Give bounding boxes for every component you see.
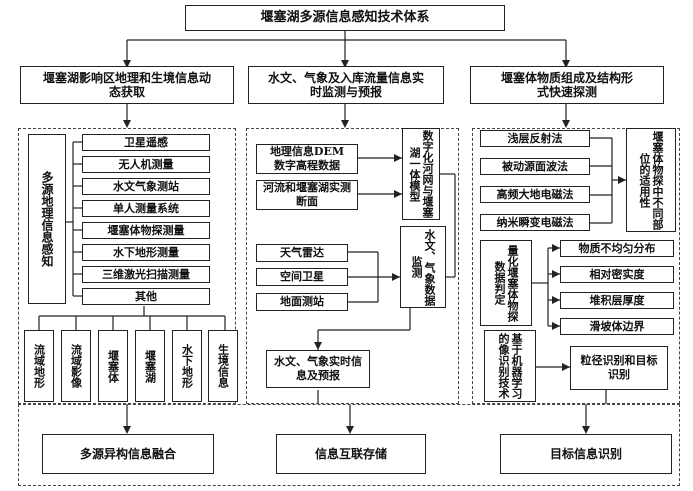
output-habitat: 生境信息 — [208, 330, 238, 402]
output-basin-imagery: 流域影像 — [61, 330, 91, 402]
header-hydrology: 水文、气象及入库流量信息实时监测与预报 — [248, 66, 444, 104]
header-geographic: 堰塞湖影响区地理和生境信息动态获取 — [20, 66, 234, 104]
data-quantification: 量化堰塞体物探数据判定 — [480, 240, 532, 326]
river-sections: 河流和堰塞湖实测断面 — [256, 180, 358, 210]
panel-bottom — [18, 404, 680, 486]
header-dam-structure: 堰塞体物质组成及结构形式快速探测 — [470, 66, 664, 104]
panel-right — [472, 128, 680, 404]
dem-line-1: 地理信息DEM — [269, 145, 345, 158]
multi-source-geo-sensing: 多源地理信息感知 — [28, 134, 66, 304]
fusion-box: 多源异构信息融合 — [42, 434, 214, 474]
dem-line-2: 数字高程数据 — [274, 159, 340, 172]
method-geophysical: 堰塞体物探测量 — [82, 222, 210, 239]
output-underwater-terrain: 水下地形 — [172, 330, 202, 402]
method-passive-surface-wave: 被动源面波法 — [480, 158, 590, 175]
source-ground-station: 地面测站 — [256, 293, 348, 311]
digital-river-model: 数字化河网与堰塞湖一体模型 — [402, 128, 440, 220]
method-magnetotelluric: 高频大地电磁法 — [480, 186, 590, 203]
method-underwater: 水下地形测量 — [82, 244, 210, 261]
source-weather-radar: 天气雷达 — [256, 244, 348, 262]
hydro-meteo-monitoring: 水文、气象数据监测 — [400, 226, 446, 308]
prop-density: 相对密实度 — [560, 266, 674, 283]
applicability: 堰塞体物探中不同部位的适用性 — [626, 128, 676, 232]
method-transient-em: 纳米瞬变电磁法 — [480, 214, 590, 231]
panel-left — [18, 128, 236, 404]
output-dammed-lake: 堰塞湖 — [135, 330, 165, 402]
method-laser-scan: 三维激光扫描测量 — [82, 266, 210, 283]
target-recognition-box: 目标信息识别 — [500, 434, 672, 474]
diagram-title: 堰塞湖多源信息感知技术体系 — [185, 5, 505, 31]
method-uav: 无人机测量 — [82, 156, 210, 173]
method-satellite: 卫星遥感 — [82, 134, 210, 151]
ml-image-recognition: 基于机器学习的像识别技术 — [484, 330, 536, 402]
method-hydro-station: 水文气象测站 — [82, 178, 210, 195]
hydro-forecast: 水文、气象实时信息及预报 — [266, 350, 370, 388]
method-single-survey: 单人测量系统 — [82, 200, 210, 217]
grain-target-recognition: 粒径识别和目标识别 — [570, 346, 668, 390]
method-shallow-reflection: 浅层反射法 — [480, 130, 590, 147]
output-basin-terrain: 流域地形 — [24, 330, 54, 402]
output-dam-body: 堰塞体 — [98, 330, 128, 402]
prop-heterogeneity: 物质不均匀分布 — [560, 240, 674, 257]
method-other: 其他 — [82, 288, 210, 305]
source-satellite: 空间卫星 — [256, 268, 348, 286]
prop-landslide-boundary: 滑坡体边界 — [560, 318, 674, 335]
storage-box: 信息互联存储 — [276, 434, 426, 474]
prop-layer-thickness: 堆积层厚度 — [560, 292, 674, 309]
dem-data: 地理信息DEM 数字高程数据 — [256, 144, 358, 174]
panel-middle — [246, 128, 459, 404]
